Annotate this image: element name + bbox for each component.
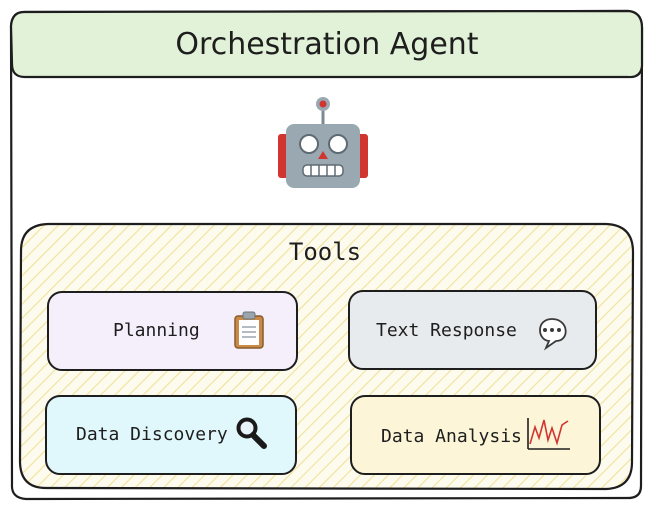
- tool-label-planning: Planning: [113, 320, 200, 341]
- clipboard-icon: [234, 311, 264, 349]
- tool-label-data-analysis: Data Analysis: [381, 426, 522, 447]
- magnifier-icon: [236, 417, 267, 449]
- robot-icon: [278, 97, 368, 188]
- tool-card-planning: [47, 291, 298, 371]
- tool-card-data-analysis: [350, 395, 601, 475]
- tools-title: Tools: [288, 238, 362, 266]
- tool-card-data-discovery: [45, 395, 297, 475]
- agent-title: Orchestration Agent: [175, 26, 479, 62]
- chart-icon: [527, 418, 570, 450]
- tool-label-data-discovery: Data Discovery: [76, 424, 228, 445]
- tool-label-text-response: Text Response: [376, 320, 517, 341]
- speech-bubble-icon: [539, 318, 567, 351]
- agent-header: [9, 9, 644, 79]
- tool-card-text-response: [348, 290, 597, 370]
